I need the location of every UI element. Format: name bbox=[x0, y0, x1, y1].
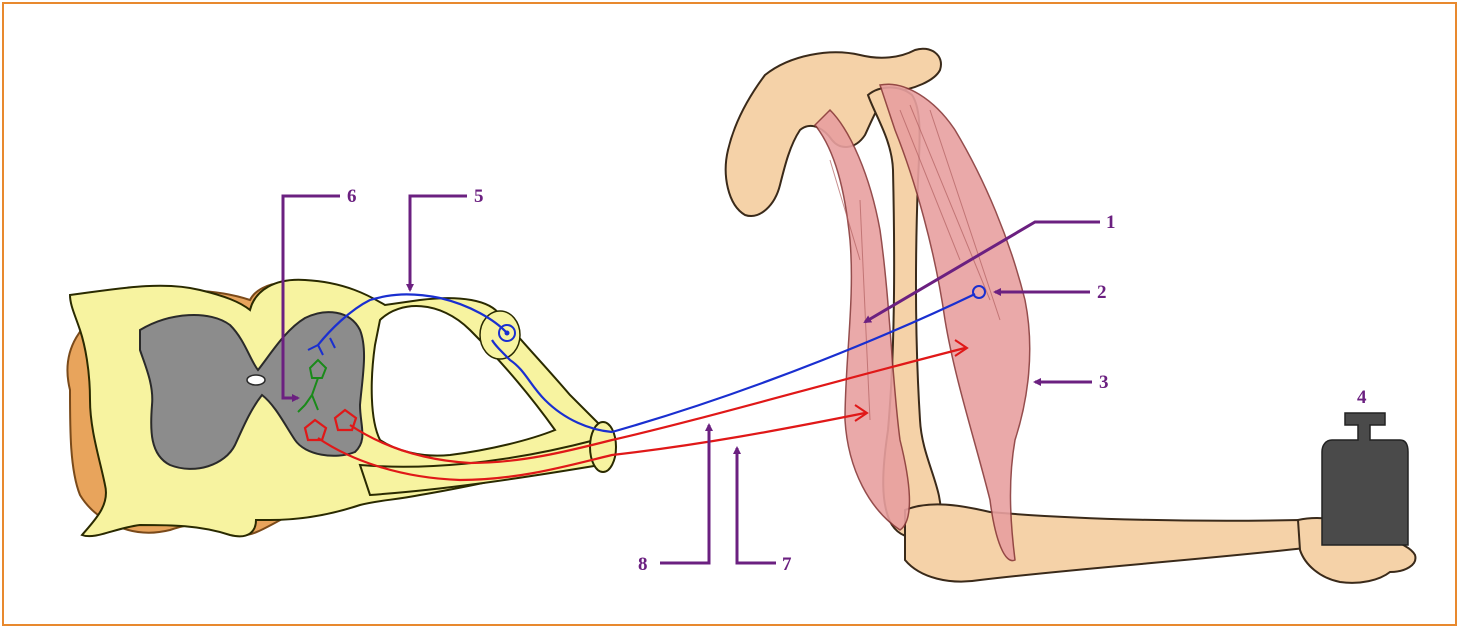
spinal-cord bbox=[67, 280, 616, 537]
central-canal bbox=[247, 375, 265, 385]
label-6: 6 bbox=[347, 186, 357, 207]
label-2: 2 bbox=[1097, 282, 1107, 303]
arrow-5 bbox=[410, 196, 467, 290]
arm bbox=[726, 49, 1416, 583]
label-8: 8 bbox=[638, 554, 648, 575]
forearm bbox=[905, 504, 1305, 581]
arrow-7 bbox=[737, 448, 776, 563]
label-5: 5 bbox=[474, 186, 484, 207]
sensory-neuron-nucleus bbox=[505, 331, 510, 336]
label-3: 3 bbox=[1099, 372, 1109, 393]
label-7: 7 bbox=[782, 554, 792, 575]
label-4: 4 bbox=[1357, 387, 1367, 408]
label-1: 1 bbox=[1106, 212, 1116, 233]
weight bbox=[1322, 413, 1408, 545]
